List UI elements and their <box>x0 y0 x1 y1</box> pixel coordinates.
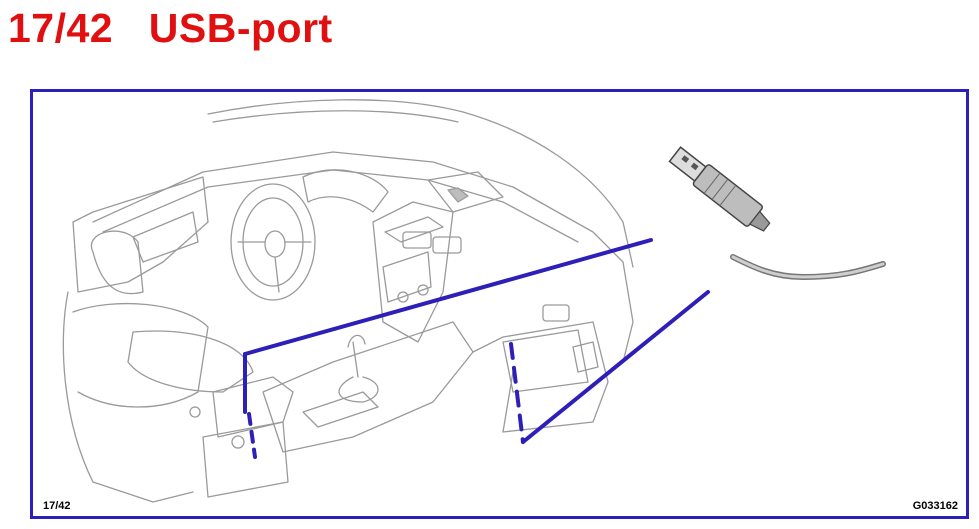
door-panel <box>72 176 209 293</box>
callout-line-upper <box>243 238 653 356</box>
figure-code: G033162 <box>912 500 958 512</box>
illustration-frame: 17/42 G033162 <box>30 89 969 519</box>
steering-wheel <box>230 183 316 301</box>
page-number: 17/42 <box>8 5 114 51</box>
seat-back <box>62 291 194 503</box>
windshield-outline <box>207 99 634 268</box>
dashboard-outline <box>92 151 634 363</box>
car-interior-illustration <box>62 99 886 503</box>
callout-line-right-dashed <box>509 342 525 444</box>
armrest <box>212 376 294 438</box>
seat-cushion <box>127 330 254 393</box>
gear-lever <box>347 334 366 378</box>
page-title: 17/42 USB-port <box>8 2 333 54</box>
callout-line-right <box>521 290 710 444</box>
glovebox <box>502 329 589 393</box>
title-text: USB-port <box>148 5 333 51</box>
callout-lines <box>243 238 710 459</box>
page-label: 17/42 <box>43 500 71 512</box>
center-stack <box>372 201 454 343</box>
usb-plug-icon <box>668 146 886 281</box>
callout-line-left-dashed <box>247 412 257 459</box>
